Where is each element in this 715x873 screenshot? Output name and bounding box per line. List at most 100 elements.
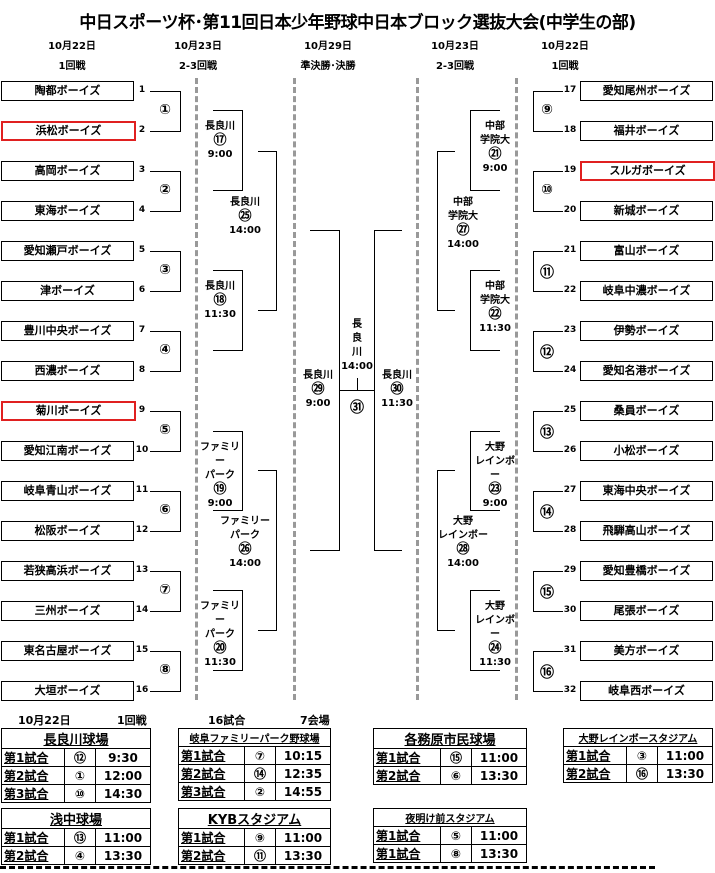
- bracket-line: [470, 350, 500, 351]
- team-name: 愛知名港ボーイズ: [580, 361, 713, 381]
- match-number: ⑤: [159, 422, 171, 438]
- bracket-line: [242, 590, 243, 671]
- seed-number: 26: [563, 445, 577, 455]
- bottom-dashed-line: [0, 866, 655, 869]
- seed-number: 10: [135, 445, 149, 455]
- bracket-line: [310, 230, 339, 231]
- game-number: ①: [64, 766, 96, 785]
- bracket-line: [437, 310, 455, 311]
- match-number: ㉕: [238, 208, 252, 224]
- game-number: ⑩: [64, 784, 96, 803]
- game-time: 11:00: [275, 828, 331, 847]
- bracket-line: [533, 531, 563, 532]
- game-slot-label: 第1試合: [563, 746, 627, 765]
- bracket-line: [533, 491, 563, 492]
- game-number: ⑦: [244, 746, 276, 765]
- team-name: 飛騨高山ボーイズ: [580, 521, 713, 541]
- bracket-line: [533, 131, 563, 132]
- match-time: 14:00: [447, 558, 479, 569]
- final-match-number: ㉛: [350, 400, 364, 416]
- bracket-line: [242, 270, 243, 351]
- team-name: 陶都ボーイズ: [1, 81, 134, 101]
- bracket-line: [339, 390, 374, 391]
- match-number: ①: [159, 102, 171, 118]
- bracket-line: [470, 110, 500, 111]
- team-name: 新城ボーイズ: [580, 201, 713, 221]
- match-number: ㉓: [488, 481, 502, 497]
- seed-number: 2: [138, 125, 146, 135]
- bracket-line: [150, 691, 180, 692]
- bracket-line: [180, 331, 181, 372]
- team-name: 岐阜西ボーイズ: [580, 681, 713, 701]
- bracket-line: [258, 470, 276, 471]
- game-slot-label: 第2試合: [178, 764, 245, 783]
- match-time: 14:00: [229, 224, 261, 236]
- game-time: 13:30: [471, 844, 527, 863]
- match-number: ⑭: [540, 505, 554, 521]
- bracket-line: [533, 571, 563, 572]
- bracket-line: [533, 411, 563, 412]
- match-time: 9:00: [305, 398, 331, 409]
- seed-number: 18: [563, 125, 577, 135]
- game-time: 11:00: [471, 748, 527, 767]
- bracket-line: [180, 171, 181, 212]
- match-venue: 大野 レインボー: [475, 601, 515, 640]
- game-slot-label: 第2試合: [563, 764, 627, 783]
- bracket-line: [258, 310, 276, 311]
- game-number: ③: [626, 746, 658, 765]
- bracket-line: [213, 350, 242, 351]
- team-name: 美方ボーイズ: [580, 641, 713, 661]
- match-time: 9:00: [207, 149, 233, 160]
- match-venue: 中部 学院大: [480, 121, 510, 146]
- match-number: ㉖: [238, 542, 252, 557]
- game-slot-label: 第2試合: [373, 766, 441, 785]
- bracket-line: [213, 510, 242, 511]
- bracket-line: [437, 151, 438, 311]
- seed-number: 15: [135, 645, 149, 655]
- column-date: 10月23日: [431, 41, 479, 52]
- game-time: 12:35: [275, 764, 331, 783]
- venue-name: 浅中球場: [1, 808, 151, 829]
- bracket-line: [150, 651, 180, 652]
- game-slot-label: 第2試合: [178, 846, 245, 865]
- game-slot-label: 第1試合: [1, 748, 65, 767]
- game-time: 11:00: [471, 826, 527, 845]
- match-number: ⑮: [540, 585, 554, 601]
- team-name: 福井ボーイズ: [580, 121, 713, 141]
- game-slot-label: 第3試合: [178, 782, 245, 801]
- bracket-line: [437, 470, 455, 471]
- bracket-line: [533, 691, 563, 692]
- bracket-line: [357, 378, 358, 390]
- seed-number: 7: [138, 325, 146, 335]
- bracket-line: [180, 251, 181, 292]
- bracket-line: [533, 171, 563, 172]
- game-time: 13:30: [95, 846, 151, 865]
- seed-number: 12: [135, 525, 149, 535]
- bracket-line: [533, 171, 534, 212]
- page-title: 中日スポーツ杯･第11回日本少年野球中日本ブロック選抜大会(中学生の部): [79, 13, 636, 33]
- match-venue: ファミリー パーク: [200, 441, 240, 481]
- team-name: 東海ボーイズ: [1, 201, 134, 221]
- game-number: ⑬: [64, 828, 96, 847]
- match-time: 9:00: [482, 497, 508, 509]
- bracket-line: [150, 611, 180, 612]
- bracket-line: [470, 270, 500, 271]
- bracket-line: [213, 670, 242, 671]
- bracket-line: [180, 571, 181, 612]
- match-number: ㉙: [311, 382, 325, 397]
- bracket-line: [533, 651, 563, 652]
- column-date: 10月22日: [541, 41, 589, 52]
- team-name: 津ボーイズ: [1, 281, 134, 301]
- game-time: 11:00: [657, 746, 713, 765]
- game-time: 11:00: [95, 828, 151, 847]
